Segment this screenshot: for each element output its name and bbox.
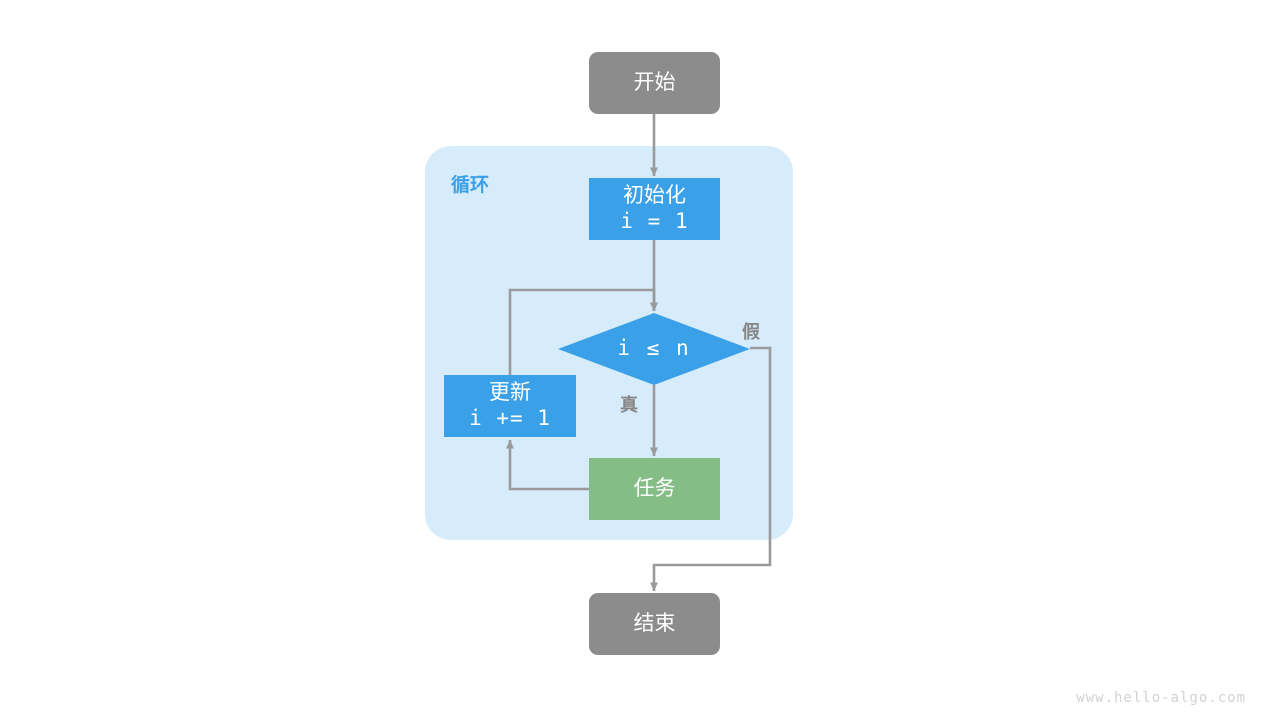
task-node[interactable] <box>589 458 720 520</box>
edge-update-to-condition <box>508 288 658 375</box>
start-node[interactable] <box>589 52 720 114</box>
edge-layer <box>506 114 772 592</box>
node-layer <box>444 52 750 655</box>
update-node[interactable] <box>444 375 576 437</box>
edge-condition-false-to-end <box>650 346 772 592</box>
edge-task-to-update <box>506 439 589 491</box>
watermark-text: www.hello-algo.com <box>1076 690 1246 706</box>
init-node[interactable] <box>589 178 720 240</box>
end-node[interactable] <box>589 593 720 655</box>
condition-node[interactable] <box>558 313 750 385</box>
